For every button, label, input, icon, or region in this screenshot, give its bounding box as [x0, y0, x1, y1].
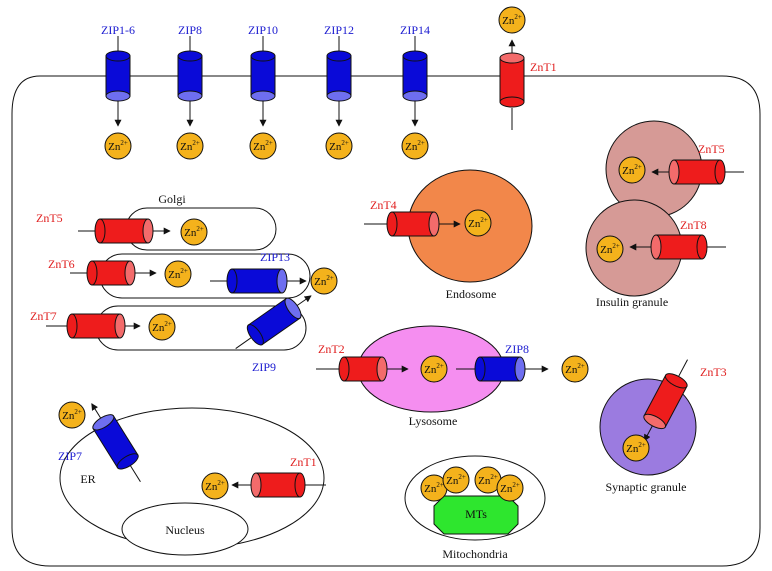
znt3-transporter — [643, 359, 688, 442]
cell-membrane — [11, 75, 761, 567]
zinc-ion: Zn2+ — [498, 6, 526, 34]
zinc-ion: Zn2+ — [401, 132, 429, 160]
zinc-ion: Zn2+ — [310, 267, 338, 295]
zinc-ion: Zn2+ — [420, 474, 448, 502]
zinc-ion: Zn2+ — [176, 132, 204, 160]
label-znt4: ZnT4 — [370, 198, 397, 212]
zinc-ion: Zn2+ — [164, 260, 192, 288]
zinc-ion: Zn2+ — [201, 472, 229, 500]
label-zip8-pm: ZIP8 — [178, 23, 202, 37]
label-zip14: ZIP14 — [400, 23, 430, 37]
label-znt5-golgi: ZnT5 — [36, 211, 63, 225]
zinc-ion: Zn2+ — [596, 235, 624, 263]
zinc-ion: Zn2+ — [148, 313, 176, 341]
label-zip12: ZIP12 — [324, 23, 354, 37]
label-zip9: ZIP9 — [252, 360, 276, 374]
label-zip13: ZIP13 — [260, 250, 290, 264]
lysosome-transporters — [316, 356, 549, 382]
nucleus — [121, 502, 249, 556]
label-mitochondria: Mitochondria — [442, 547, 508, 561]
label-znt8: ZnT8 — [680, 218, 707, 232]
zinc-ion: Zn2+ — [249, 132, 277, 160]
zinc-ion: Zn2+ — [561, 355, 589, 383]
pm-transporters — [105, 36, 525, 130]
label-znt1-pm: ZnT1 — [530, 60, 557, 74]
zinc-ion: Zn2+ — [420, 355, 448, 383]
zinc-ions: Zn2+Zn2+Zn2+Zn2+Zn2+Zn2+Zn2+Zn2+Zn2+Zn2+… — [58, 6, 650, 502]
label-znt5-insulin: ZnT5 — [698, 142, 725, 156]
label-endosome: Endosome — [446, 287, 497, 301]
label-zip7: ZIP7 — [58, 449, 82, 463]
er-transporters — [91, 403, 326, 498]
zinc-ion: Zn2+ — [58, 401, 86, 429]
label-nucleus: Nucleus — [165, 523, 205, 537]
label-er: ER — [80, 472, 95, 486]
label-insulin-granule: Insulin granule — [596, 295, 668, 309]
label-mts: MTs — [465, 507, 487, 521]
label-zip10: ZIP10 — [248, 23, 278, 37]
label-golgi: Golgi — [158, 192, 186, 206]
label-znt1-er: ZnT1 — [290, 455, 317, 469]
golgi-transporters — [46, 218, 312, 349]
label-znt6: ZnT6 — [48, 257, 75, 271]
zinc-ion: Zn2+ — [180, 218, 208, 246]
label-synaptic-granule: Synaptic granule — [606, 480, 687, 494]
label-zip8-lyso: ZIP8 — [505, 342, 529, 356]
zinc-ion: Zn2+ — [622, 434, 650, 462]
zinc-ion: Zn2+ — [325, 132, 353, 160]
zinc-ion: Zn2+ — [104, 132, 132, 160]
zinc-ion: Zn2+ — [442, 466, 470, 494]
label-znt7: ZnT7 — [30, 309, 57, 323]
label-znt2: ZnT2 — [318, 342, 345, 356]
label-lysosome: Lysosome — [409, 414, 458, 428]
label-zip1-6: ZIP1-6 — [101, 23, 135, 37]
zinc-ion: Zn2+ — [496, 474, 524, 502]
label-znt3: ZnT3 — [700, 365, 727, 379]
zinc-ion: Zn2+ — [464, 209, 492, 237]
vesicle-transporters — [364, 159, 744, 260]
zinc-ion: Zn2+ — [618, 156, 646, 184]
